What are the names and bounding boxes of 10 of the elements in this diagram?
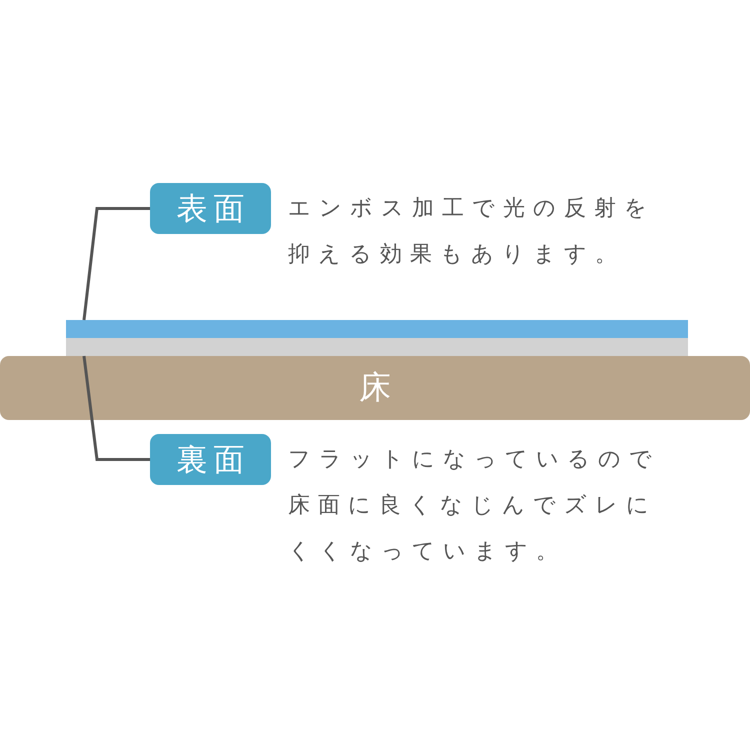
floor-band: [0, 356, 750, 420]
layer-bar: [66, 338, 688, 356]
layer-bar: [66, 320, 688, 338]
label-badge: 表面: [150, 183, 271, 234]
leader-line: [82, 207, 150, 320]
floor-label: 床: [359, 367, 391, 408]
description-text: エンボス加工で光の反射を抑える効果もあります。: [288, 195, 656, 269]
label-badge: 裏面: [150, 434, 271, 485]
description-text: フラットになっているので床面に良くなじんでズレにくくなっています。: [288, 446, 661, 566]
leader-line: [82, 356, 150, 461]
